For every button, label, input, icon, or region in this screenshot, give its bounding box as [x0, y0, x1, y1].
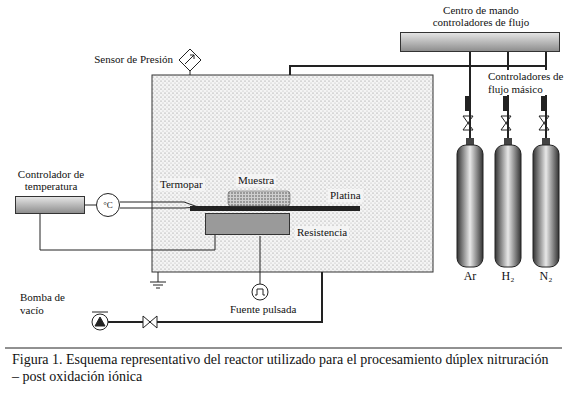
gas-cylinder: H₂ — [494, 138, 522, 268]
vacuum-pipe — [108, 272, 322, 322]
vacuum-line — [92, 272, 322, 330]
cylinder-outline — [456, 138, 484, 268]
thermocouple-wire — [120, 202, 198, 207]
wire-connector — [85, 205, 96, 206]
thermocouple — [120, 202, 198, 208]
node-text: Controlador de temperatura — [11, 168, 91, 193]
thermocouple-label: Termopar — [158, 178, 205, 191]
node-text: N₂ — [522, 270, 567, 284]
pulsed-source-label: Fuente pulsada — [228, 303, 298, 316]
diamond-shape — [179, 49, 201, 71]
node-text: Resistencia — [295, 226, 349, 239]
source-wire — [260, 236, 261, 284]
cylinder-body — [533, 145, 559, 267]
wire-connector — [469, 52, 471, 138]
heater-block: Resistencia — [205, 213, 290, 235]
ground-bar — [156, 288, 160, 289]
pump-mark — [92, 312, 108, 313]
caption-rule — [5, 348, 562, 349]
figure-caption: Figura 1. Esquema representativo del rea… — [12, 352, 557, 386]
diamond-outline — [179, 49, 201, 71]
cylinder-outline — [532, 138, 560, 268]
sample-label: Muestra — [236, 174, 276, 187]
valve-symbol — [501, 116, 511, 130]
wire-connector — [40, 214, 215, 250]
pulsed-source — [252, 236, 268, 300]
gas-valves — [463, 116, 549, 130]
ground-bar — [153, 285, 163, 286]
valve-symbol — [539, 116, 549, 130]
gauge-arrow — [185, 55, 194, 64]
sample-plate — [190, 206, 360, 211]
sample — [228, 191, 290, 206]
source-symbol — [252, 284, 268, 300]
flow-control-center: Centro de mando controladores de flujo — [400, 32, 560, 52]
valve-symbol — [143, 316, 157, 328]
pump-symbol — [92, 314, 108, 330]
cylinder-body — [457, 145, 483, 267]
flow-controller-label: Controladores de flujo másico — [486, 70, 567, 95]
valve-symbol — [463, 116, 473, 130]
vacuum-pump-label: Bomba de vacío — [18, 291, 82, 316]
mass-flow-controllers — [465, 96, 547, 111]
temperature-controller: Controlador de temperatura — [15, 196, 85, 214]
pulse-glyph — [255, 289, 265, 295]
gas-cylinder: Ar — [456, 138, 484, 268]
gas-cylinder: N₂ — [532, 138, 560, 268]
cylinder-body — [495, 145, 521, 267]
node-text: H₂ — [484, 270, 532, 284]
ground-bar — [150, 282, 166, 283]
node-text: Sensor de Presión — [94, 53, 173, 66]
thermocouple-wire — [120, 207, 198, 208]
pump-glyph — [95, 317, 105, 326]
plate-label: Platina — [328, 189, 363, 202]
node-text: Centro de mando controladores de flujo — [416, 4, 546, 29]
cylinder-outline — [494, 138, 522, 268]
temperature-gauge: °C — [96, 193, 120, 217]
node-text: Ar — [446, 270, 494, 284]
reactor-chamber — [152, 75, 433, 272]
ground-lead — [158, 272, 159, 282]
node-text: °C — [103, 200, 113, 210]
pressure-sensor: Sensor de Presión — [179, 49, 201, 71]
ground-symbol — [150, 272, 166, 288]
